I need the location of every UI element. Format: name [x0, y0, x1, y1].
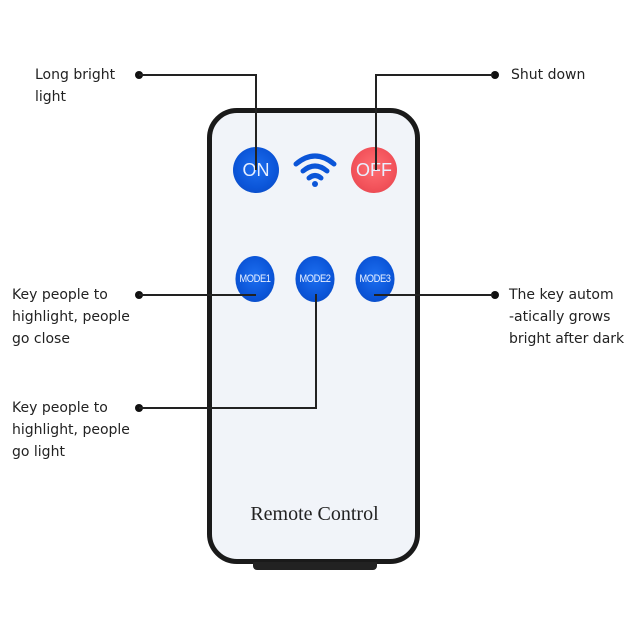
callout-mode3-line-3: bright after dark	[509, 331, 625, 347]
remote-control-base	[253, 562, 377, 570]
callout-off-leader-v	[375, 74, 377, 170]
mode2-button-label: MODE2	[299, 273, 331, 285]
callout-mode3-dot	[491, 291, 499, 299]
callout-mode3-line-1: The key autom	[509, 287, 614, 303]
callout-off-line-1: Shut down	[511, 67, 586, 83]
callout-on-line-1: Long bright	[35, 67, 116, 83]
callout-on-leader-v	[255, 74, 257, 170]
remote-control-title: Remote Control	[250, 503, 379, 525]
mode1-button-label: MODE1	[239, 273, 271, 285]
callout-mode2-leader-v	[315, 294, 317, 409]
callout-mode2-line-2: highlight, people	[12, 422, 130, 438]
callout-mode1-line-2: highlight, people	[12, 309, 130, 325]
callout-on-label: Long bright light	[35, 64, 115, 108]
callout-mode1-label: Key people to highlight, people go close	[12, 284, 130, 350]
off-button-label: OFF	[356, 159, 392, 180]
callout-off-dot	[491, 71, 499, 79]
callout-on-line-2: light	[35, 89, 67, 105]
off-button[interactable]: OFF	[351, 147, 397, 193]
callout-mode3-label: The key autom -atically grows bright aft…	[509, 284, 624, 350]
callout-mode2-label: Key people to highlight, people go light	[12, 397, 130, 463]
callout-mode1-line-1: Key people to	[12, 287, 108, 303]
callout-off-leader-h	[375, 74, 493, 76]
mode3-button-label: MODE3	[359, 273, 391, 285]
callout-mode3-line-2: -atically grows	[509, 309, 611, 325]
callout-mode1-leader	[139, 294, 256, 296]
callout-on-leader-h	[139, 74, 256, 76]
callout-mode1-line-3: go close	[12, 331, 70, 347]
callout-mode2-line-3: go light	[12, 444, 65, 460]
wifi-icon	[293, 153, 337, 187]
callout-mode2-line-1: Key people to	[12, 400, 108, 416]
callout-mode2-leader-h	[139, 407, 317, 409]
callout-mode3-leader	[374, 294, 493, 296]
callout-off-label: Shut down	[511, 64, 585, 86]
